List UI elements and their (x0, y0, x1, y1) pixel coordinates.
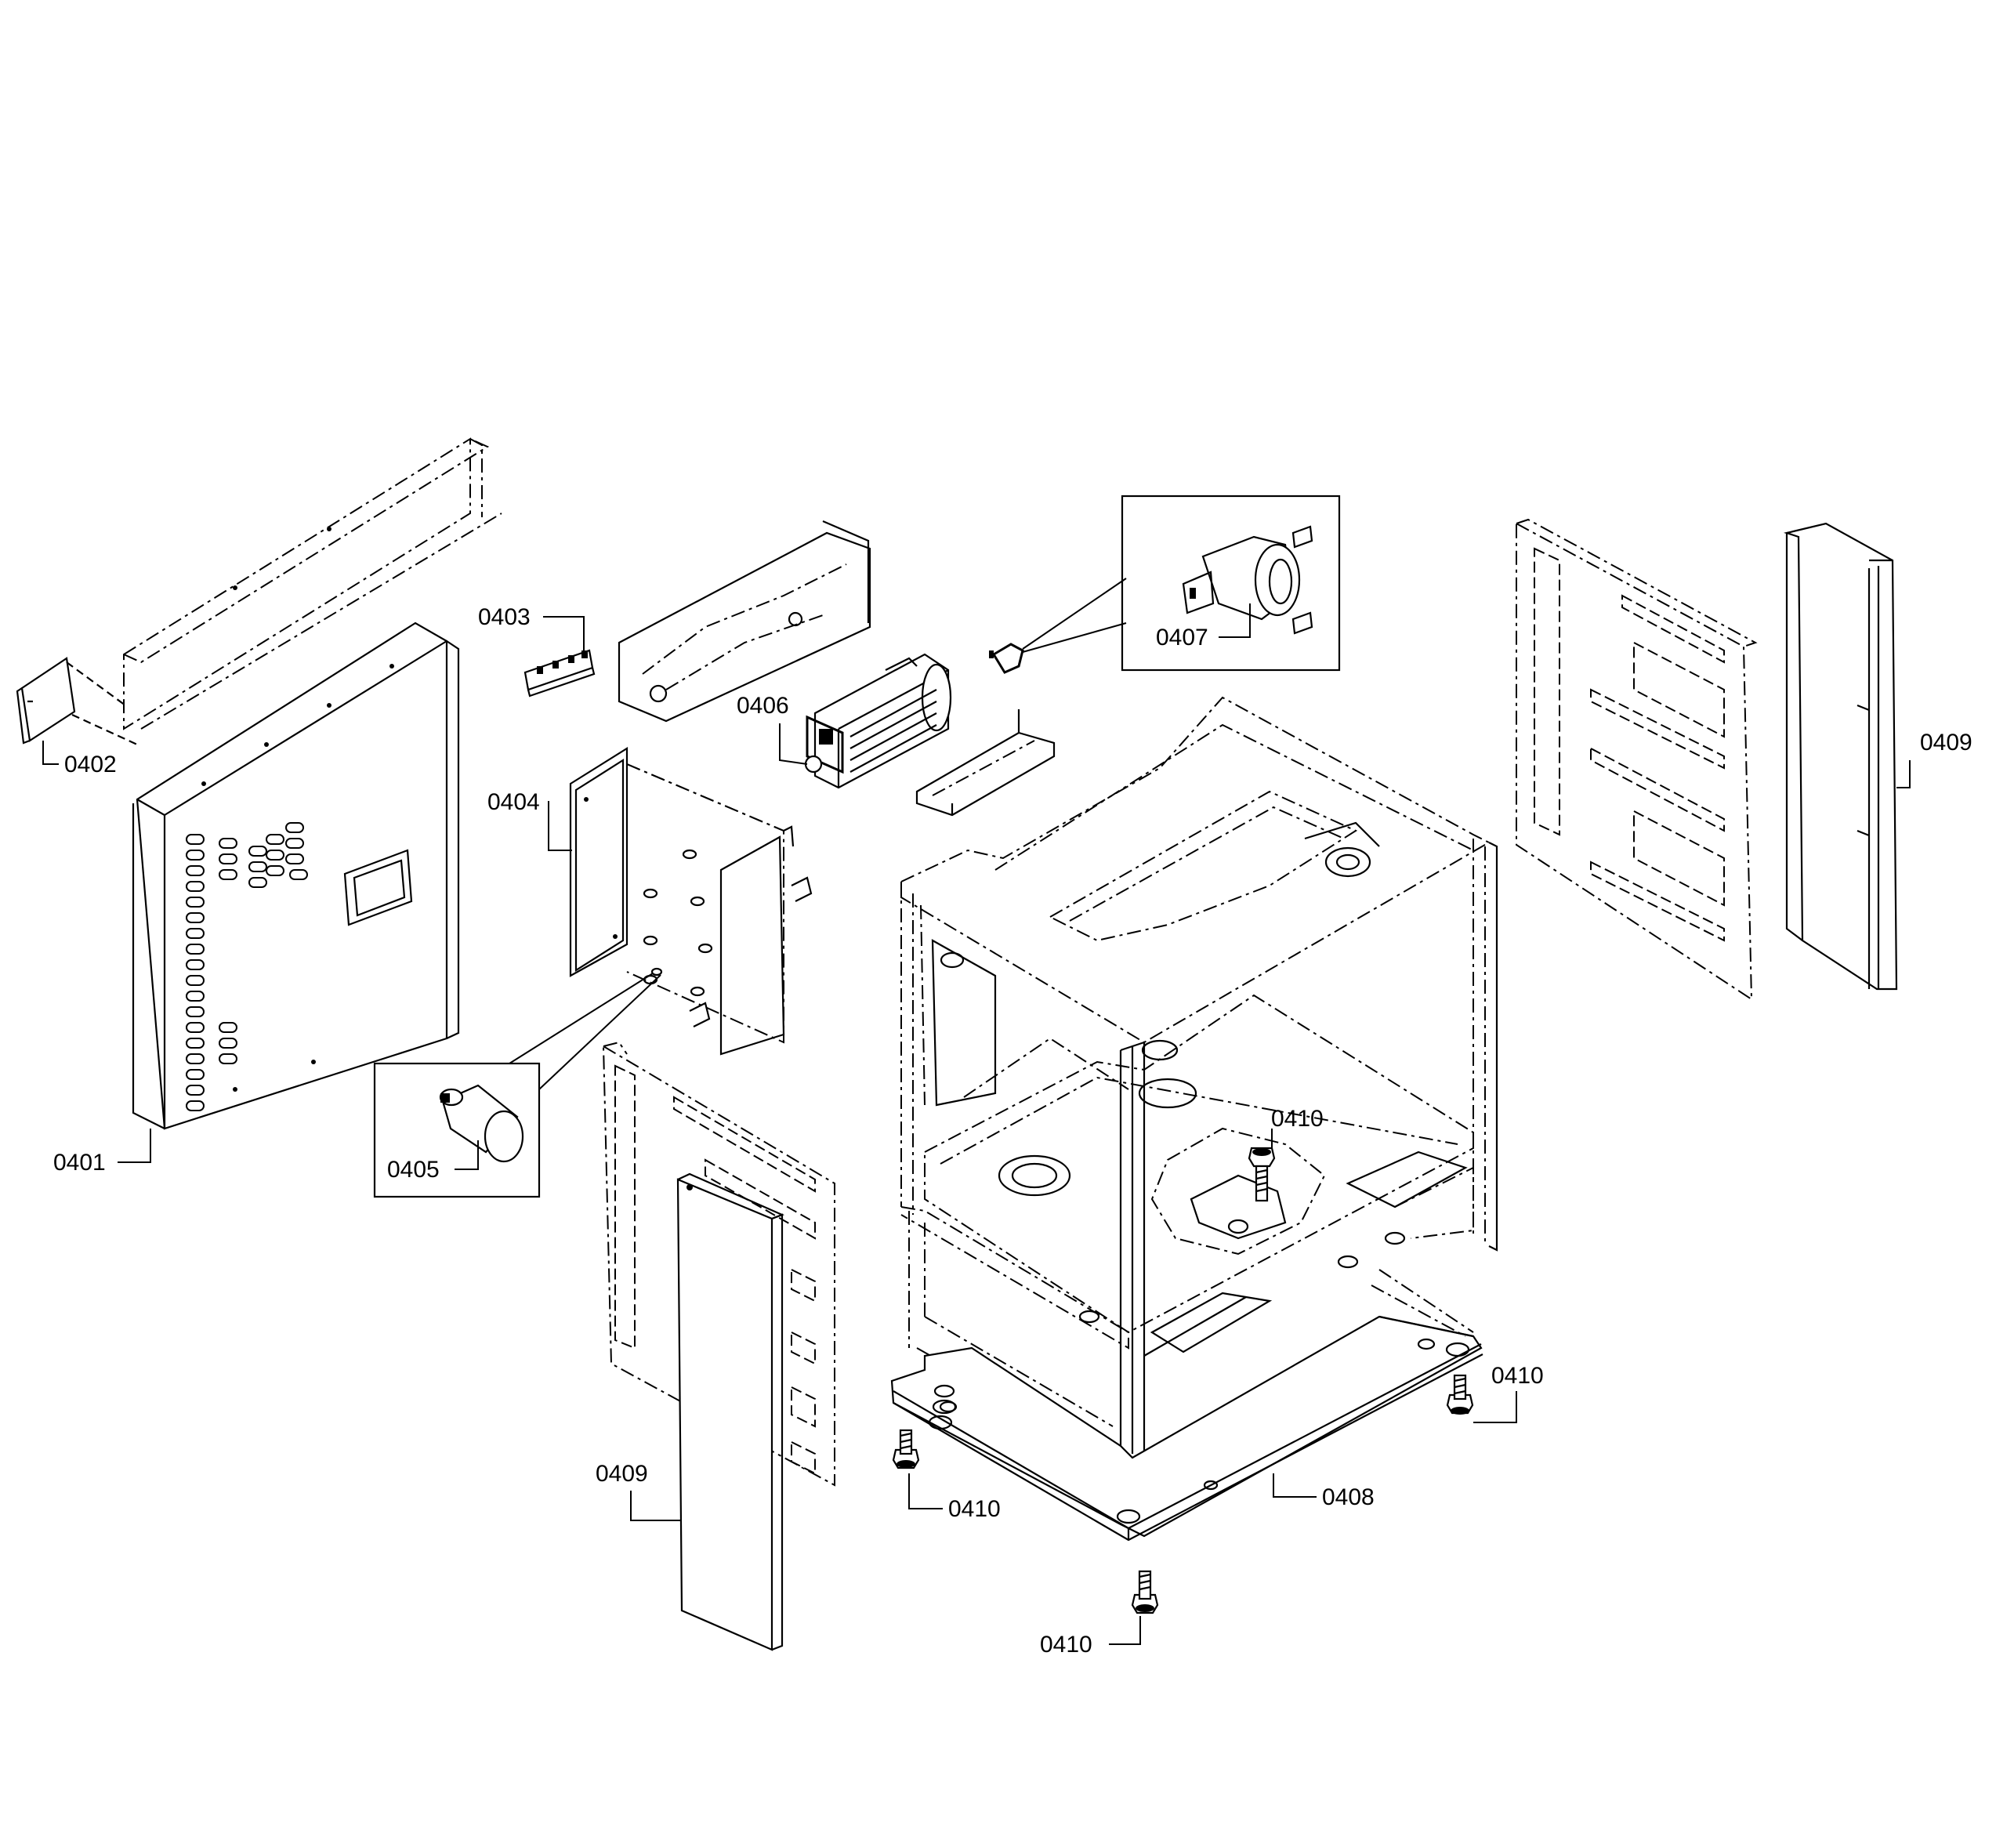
top-rear-panel (123, 437, 502, 730)
label-0402: 0402 (64, 752, 117, 777)
side-panel-0409-left (676, 1172, 784, 1651)
screw-0410-left (892, 1429, 920, 1469)
label-0403: 0403 (478, 604, 531, 630)
label-0404: 0404 (487, 789, 540, 815)
back-panel-0401 (132, 621, 460, 1130)
label-0405: 0405 (387, 1157, 440, 1183)
label-0406: 0406 (737, 693, 789, 719)
label-0410-center: 0410 (1271, 1106, 1324, 1132)
right-side-panel (1516, 518, 1758, 1001)
vent-slots (186, 822, 308, 1111)
label-0410-bottom: 0410 (1040, 1632, 1092, 1658)
screw-0410-bottom (1131, 1570, 1159, 1614)
fan-motor-0406 (804, 653, 952, 789)
small-cover-0402 (16, 657, 138, 746)
label-0409-right: 0409 (1920, 730, 1972, 756)
oven-chassis-frame (900, 696, 1498, 1458)
label-0409-left: 0409 (596, 1461, 648, 1487)
control-mounting-plate (626, 763, 813, 1056)
screw-0410-right (1446, 1374, 1474, 1415)
thermostat-0407 (989, 495, 1341, 674)
label-0410-right: 0410 (1491, 1363, 1544, 1389)
label-0401: 0401 (53, 1150, 106, 1176)
fan-bracket (915, 709, 1056, 817)
left-side-panel (602, 1041, 835, 1487)
label-0410-left: 0410 (948, 1496, 1001, 1522)
control-board-0404 (569, 747, 629, 977)
base-plate-0408 (890, 1269, 1483, 1542)
label-0408: 0408 (1322, 1484, 1375, 1510)
capacitor-0405 (373, 967, 663, 1198)
leader-lines (42, 603, 1911, 1645)
screw-0410-center (1248, 1147, 1276, 1202)
label-0407: 0407 (1156, 625, 1208, 650)
duct-bracket (618, 520, 871, 723)
side-panel-0409-right (1784, 522, 1898, 991)
